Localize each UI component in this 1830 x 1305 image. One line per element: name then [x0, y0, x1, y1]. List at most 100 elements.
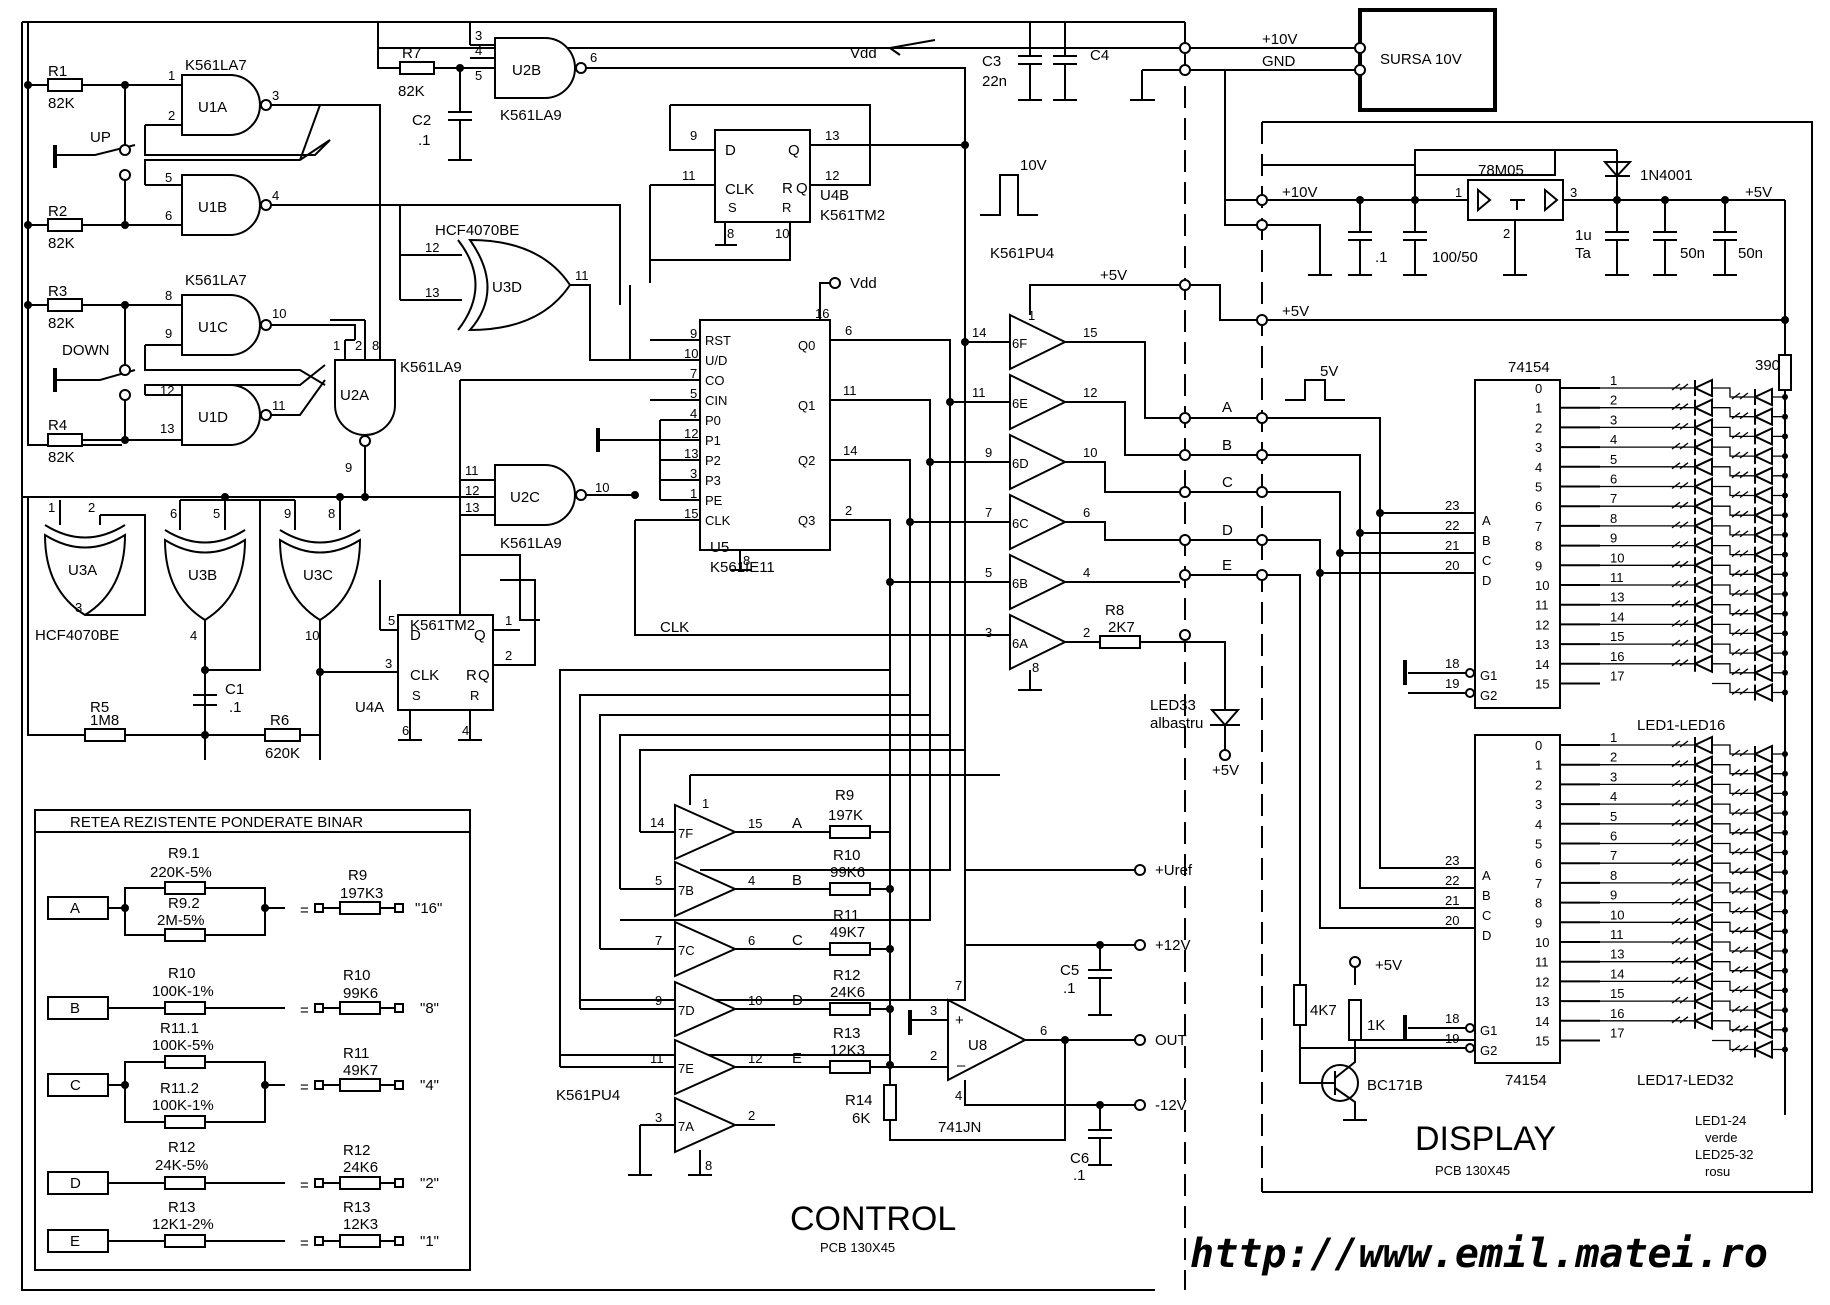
svg-text:Q: Q — [788, 142, 800, 159]
svg-text:49K7: 49K7 — [830, 924, 865, 941]
led-icon — [1692, 575, 1713, 595]
svg-text:24K6: 24K6 — [830, 984, 865, 1001]
led-icon — [1752, 525, 1773, 545]
cap-50n-a-value: 50n — [1680, 245, 1705, 262]
uref-label: +Uref — [1155, 862, 1193, 879]
decoder-output-label: 13 — [1535, 994, 1549, 1009]
r5-label: R5 — [90, 699, 109, 716]
u3a-label: U3A — [68, 562, 97, 579]
svg-text:4: 4 — [462, 723, 469, 738]
led-row — [1600, 1011, 1788, 1040]
r1-label: R1 — [48, 63, 67, 80]
bus-connectors — [1179, 279, 1268, 641]
svg-text:7: 7 — [690, 366, 697, 381]
svg-text:11: 11 — [682, 168, 696, 183]
decoder-output-label: 2 — [1535, 777, 1542, 792]
transistor-supply: +5V — [1375, 957, 1402, 974]
svg-text:3: 3 — [655, 1110, 662, 1125]
svg-text:14: 14 — [843, 443, 857, 458]
decoder-pin-number: 17 — [1610, 1026, 1624, 1041]
svg-text:12: 12 — [684, 426, 698, 441]
u4a-clk: CLK — [410, 667, 439, 684]
led-row — [1600, 595, 1788, 624]
svg-text:"2": "2" — [420, 1175, 439, 1192]
decoder-pin-number: 5 — [1610, 452, 1617, 467]
r7-value: 82K — [398, 83, 425, 100]
svg-text:12K3: 12K3 — [830, 1042, 865, 1059]
cap-01 — [1348, 200, 1372, 276]
svg-text:13: 13 — [160, 421, 174, 436]
svg-text:2M-5%: 2M-5% — [157, 912, 205, 929]
u2b-gate: U2B — [494, 37, 587, 99]
u3d-part-label: HCF4070BE — [435, 222, 519, 239]
u5-pin-p1: P1 — [705, 433, 721, 448]
svg-text:2: 2 — [88, 500, 95, 515]
svg-text:10: 10 — [595, 480, 609, 495]
svg-text:1: 1 — [168, 68, 175, 83]
u5-pin-q0: Q0 — [798, 338, 815, 353]
decoder-output-label: 12 — [1535, 617, 1549, 632]
u3c-xor-gate: U3C — [278, 529, 362, 622]
svg-text:7C: 7C — [678, 943, 695, 958]
led-row — [1600, 794, 1788, 823]
decoder-pin-number: 3 — [1610, 412, 1617, 427]
r390-resistor — [1778, 354, 1792, 391]
svg-text:5: 5 — [213, 506, 220, 521]
dac-resistors: R9 197K R10 99K6 R11 49K7 R12 24K6 R13 1… — [828, 787, 871, 1074]
svg-text:S: S — [728, 200, 737, 215]
decoder-pin-number: 8 — [1610, 511, 1617, 526]
r7-label: R7 — [402, 45, 421, 62]
decoder-74154-bottom — [1474, 734, 1561, 1064]
led-icon — [1692, 833, 1713, 854]
svg-text:R9: R9 — [348, 867, 367, 884]
svg-text:6F: 6F — [1012, 336, 1027, 351]
r4-label: R4 — [48, 417, 67, 434]
decoder-output-label: 1 — [1535, 758, 1542, 773]
r5-resistor — [84, 728, 126, 742]
svg-text:2: 2 — [1083, 625, 1090, 640]
decoder-output-label: 14 — [1535, 657, 1549, 672]
svg-text:197K3: 197K3 — [340, 885, 383, 902]
svg-text:100K-5%: 100K-5% — [152, 1037, 214, 1054]
u5-part-label: K561IE11 — [710, 559, 775, 576]
svg-text:10: 10 — [684, 346, 698, 361]
decoder-pin-number: 9 — [1610, 888, 1617, 903]
u1b-label: U1B — [198, 199, 227, 216]
led-icon — [1752, 862, 1773, 882]
svg-text:D: D — [70, 1175, 81, 1192]
r4-value: 82K — [48, 449, 75, 466]
power-source-box — [1358, 8, 1497, 112]
svg-text:6: 6 — [170, 506, 177, 521]
led-icon — [1752, 407, 1773, 427]
led-icon — [1752, 663, 1773, 683]
led-icon — [1752, 823, 1773, 843]
u8-label: U8 — [968, 1037, 987, 1054]
svg-text:=: = — [300, 1235, 309, 1252]
svg-text:10: 10 — [305, 628, 319, 643]
r2-resistor — [47, 218, 83, 232]
decoder-output-label: 3 — [1535, 440, 1542, 455]
decoder-output-label: 4 — [1535, 817, 1542, 832]
led-icon — [1692, 873, 1713, 893]
led-row — [1600, 614, 1788, 643]
buffer-6a — [1009, 613, 1068, 671]
website-url[interactable]: http://www.emil.matei.ro — [1190, 1231, 1768, 1277]
c5-value: .1 — [1063, 980, 1076, 997]
led-icon — [1692, 971, 1713, 991]
u5-pin-p2: P2 — [705, 453, 721, 468]
decoder-pin-number: 16 — [1610, 649, 1624, 664]
r3-label: R3 — [48, 283, 67, 300]
svg-text:15: 15 — [748, 816, 762, 831]
led33-supply: +5V — [1212, 762, 1239, 779]
display-title: DISPLAY — [1415, 1120, 1556, 1158]
up-switch-label: UP — [90, 129, 111, 146]
svg-text:=: = — [300, 1079, 309, 1096]
led-icon — [1752, 564, 1773, 584]
c2-label: C2 — [412, 112, 431, 129]
c5-capacitor — [1088, 945, 1112, 1016]
svg-text:9: 9 — [985, 445, 992, 460]
svg-text:1: 1 — [1455, 185, 1462, 200]
bus-c-label: C — [1222, 474, 1233, 491]
svg-text:6D: 6D — [1012, 456, 1029, 471]
u3a-xor-gate: U3A — [43, 524, 127, 617]
